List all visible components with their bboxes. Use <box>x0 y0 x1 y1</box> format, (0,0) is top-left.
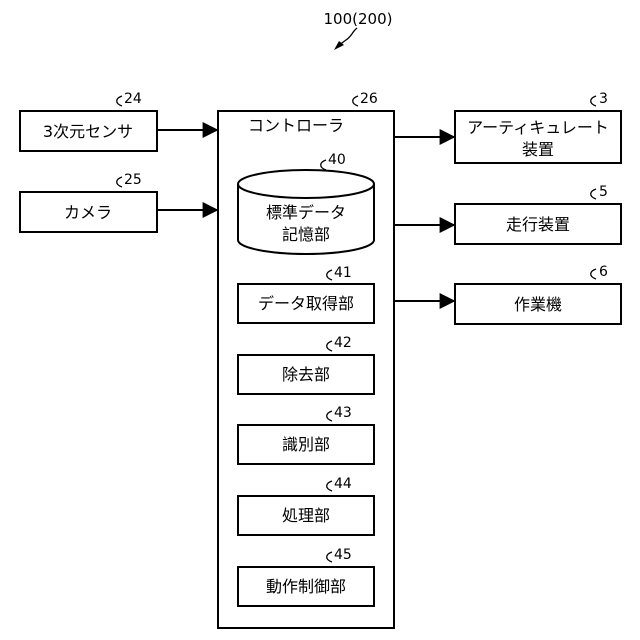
system-ref-label: 100(200) <box>324 10 393 28</box>
output-label-articulate-line2: 装置 <box>522 140 554 159</box>
input-label-3d-sensor: 3次元センサ <box>43 122 133 141</box>
module-label-motion-control: 動作制御部 <box>266 577 346 596</box>
output-label-travel: 走行装置 <box>506 215 570 234</box>
output-ref-articulate: 3 <box>599 91 608 107</box>
input-ref-camera: 25 <box>124 172 142 188</box>
input-label-camera: カメラ <box>64 203 112 222</box>
module-label-processing: 処理部 <box>282 506 330 525</box>
module-ref-identification: 43 <box>334 405 352 421</box>
module-ref-removal: 42 <box>334 335 352 351</box>
output-ref-work-machine: 6 <box>599 264 608 280</box>
output-label-work-machine: 作業機 <box>514 295 562 314</box>
input-ref-3d-sensor: 24 <box>124 91 142 107</box>
output-ref-leader-work-machine <box>591 269 596 279</box>
storage-cylinder-top <box>238 170 374 198</box>
input-ref-leader-camera <box>117 177 122 187</box>
storage-ref: 40 <box>328 152 346 168</box>
module-ref-processing: 44 <box>334 476 352 492</box>
storage-label-line2: 記憶部 <box>282 225 330 244</box>
output-ref-leader-travel <box>591 189 596 199</box>
output-ref-travel: 5 <box>599 184 608 200</box>
input-ref-leader-3d-sensor <box>117 96 122 106</box>
controller-ref: 26 <box>360 91 378 107</box>
controller-ref-leader <box>353 96 358 106</box>
controller-label: コントローラ <box>248 116 344 135</box>
module-label-data-acquisition: データ取得部 <box>258 294 354 313</box>
storage-label-line1: 標準データ <box>266 203 346 222</box>
module-ref-data-acquisition: 41 <box>334 265 352 281</box>
module-label-removal: 除去部 <box>282 365 330 384</box>
module-label-identification: 識別部 <box>282 435 330 454</box>
output-ref-leader-articulate <box>591 96 596 106</box>
module-ref-motion-control: 45 <box>334 547 352 563</box>
output-label-articulate-line1: アーティキュレート <box>467 118 609 137</box>
